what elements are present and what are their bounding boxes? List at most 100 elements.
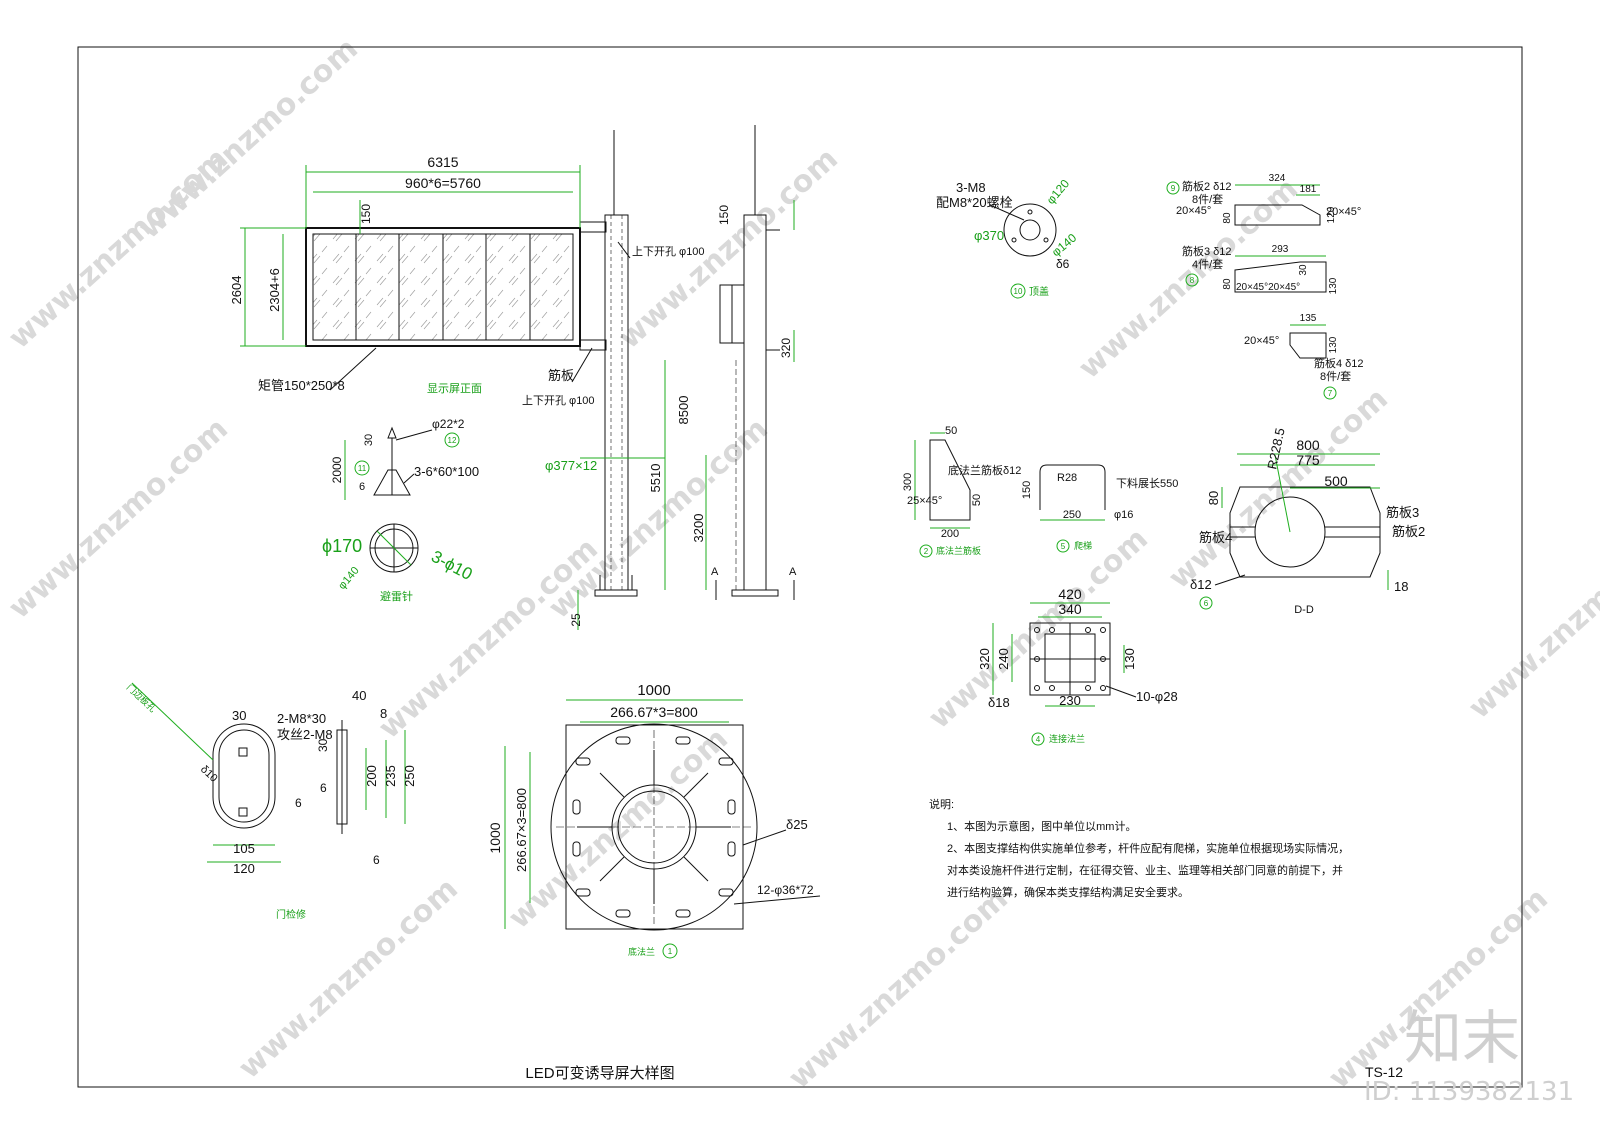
door-dim-8: 8 — [380, 706, 387, 721]
flange-rib-chamfer: 25×45° — [907, 495, 942, 507]
rib3-callout: 8 — [1190, 276, 1195, 285]
top-cap-callout: 10 — [1014, 287, 1023, 296]
flange-rib-callout: 2 — [924, 547, 929, 556]
dim-8500: 8500 — [676, 396, 691, 425]
section-dd-pole — [1254, 496, 1326, 568]
dim-3200: 3200 — [691, 514, 706, 543]
notes-line-3: 对本类设施杆件进行定制，在征得交管、业主、监理等相关部门同意的前提下，并 — [947, 863, 1343, 877]
dim-25: 25 — [569, 613, 583, 627]
rod-dim-140: φ140 — [336, 565, 362, 592]
watermark-text: www.znzmo.com — [1162, 381, 1395, 596]
rod-diameter: φ22*2 — [432, 417, 465, 431]
rib3-dim-30: 30 — [1298, 264, 1309, 276]
conn-dim-230: 230 — [1059, 693, 1081, 708]
display-frame — [305, 227, 581, 347]
rib2-qty: 8件/套 — [1192, 193, 1223, 206]
rib2-dim-324: 324 — [1269, 173, 1286, 184]
door-thickness: δ10 — [198, 763, 220, 784]
section-marker-right: A — [789, 566, 797, 578]
side-dim-320: 320 — [779, 338, 793, 358]
flange-rib-dim-50: 50 — [945, 425, 957, 437]
side-pole — [743, 214, 767, 591]
notes-block: 说明: 1、本图为示意图，图中单位以mm计。 2、本图支撑结构供实施单位参考，杆… — [929, 797, 1349, 899]
dim-display-height: 2604 — [229, 276, 244, 305]
ladder-rod: φ16 — [1114, 509, 1133, 521]
rib2-dim-181: 181 — [1300, 184, 1317, 195]
dim-overall-width: 6315 — [427, 154, 458, 170]
rib4-chamfer: 20×45° — [1244, 335, 1279, 347]
watermark-text: www.znzmo.com — [1462, 511, 1600, 726]
rod-dim-6: 6 — [359, 481, 365, 493]
conn-flange-caption: 连接法兰 — [1049, 733, 1085, 744]
conn-dim-240: 240 — [996, 648, 1011, 670]
flange-rib-caption: 底法兰筋板 — [936, 545, 981, 556]
dd-callout: 6 — [1204, 599, 1209, 608]
rib3-dim-293: 293 — [1272, 244, 1289, 255]
dd-rib2: 筋板2 — [1392, 524, 1425, 539]
base-flange-caption: 底法兰 — [628, 946, 655, 957]
flange-rib-dim-50b: 50 — [971, 494, 983, 506]
door-dim-30b: 30 — [316, 738, 330, 752]
door-side-label: 门边板孔 — [125, 681, 159, 714]
rib4-shape — [1289, 332, 1327, 359]
watermark-text: www.znzmo.com — [2, 411, 235, 626]
door-dim-6b: 6 — [295, 796, 302, 810]
rib2-chamfer: 20×45° — [1176, 205, 1211, 217]
side-dim-150: 150 — [717, 205, 731, 225]
watermark-text: www.znzmo.com — [372, 531, 605, 746]
rod-holes: 3-ϕ10 — [428, 547, 475, 584]
conn-thickness: δ18 — [988, 695, 1010, 710]
drawing-title: LED可变诱导屏大样图 — [525, 1065, 674, 1082]
rib2-chamfer-b: 20×45° — [1326, 206, 1361, 218]
id-watermark: ID: 1139382131 — [1364, 1077, 1574, 1107]
rib3-shape — [1234, 261, 1327, 293]
lightning-rod-caption: 避雷针 — [380, 589, 413, 603]
dd-dim-18: 18 — [1394, 579, 1408, 594]
door-dim-235: 235 — [383, 765, 398, 787]
door-bolts: 2-M8*30 — [277, 711, 326, 726]
base-dim-height-1000: 1000 — [487, 822, 503, 853]
pole-diameter: φ377×12 — [545, 458, 597, 473]
ladder-callout: 5 — [1061, 542, 1066, 551]
flange-rib-dim-300: 300 — [902, 473, 914, 491]
top-cap-disc — [1003, 203, 1057, 257]
flange-rib-label: 底法兰筋板δ12 — [948, 463, 1021, 477]
dd-dim-500: 500 — [1324, 473, 1348, 489]
front-view: 6315 960*6=5760 2604 2304+6 150 矩管150*25… — [229, 130, 707, 630]
dd-rib3: 筋板3 — [1386, 505, 1419, 520]
rib2-label: 筋板2 δ12 — [1182, 179, 1232, 193]
section-dd-caption: D-D — [1294, 604, 1314, 616]
door-dim-40: 40 — [352, 688, 366, 703]
rib4-dim-130: 130 — [1328, 336, 1339, 353]
brand-watermark: 知末 — [1404, 1004, 1520, 1072]
rib2-shape — [1234, 204, 1321, 226]
top-cap-caption: 顶盖 — [1029, 285, 1049, 298]
door-dim-105: 105 — [233, 841, 255, 856]
rod-dim-2000: 2000 — [330, 456, 344, 483]
door-dim-6: 6 — [320, 781, 327, 795]
watermark-text: www.znzmo.com — [132, 31, 365, 246]
top-cap-thickness: δ6 — [1056, 257, 1070, 271]
rod-callout-12: 12 — [448, 436, 457, 445]
flange-rib-shape — [929, 439, 971, 521]
base-flange-ring — [550, 723, 758, 931]
top-cap-d370: φ370 — [974, 228, 1004, 243]
ladder-rung — [1039, 464, 1106, 510]
watermark-text: www.znzmo.com — [782, 881, 1015, 1096]
rib3-dim-80: 80 — [1222, 278, 1233, 290]
dd-thickness: δ12 — [1190, 577, 1212, 592]
door-dim-250: 250 — [402, 765, 417, 787]
top-cap-detail: 3-M8 配M8*20螺栓 φ120 φ370 φ140 δ6 10 顶盖 — [936, 176, 1079, 299]
ladder-length: 下料展长550 — [1116, 476, 1178, 490]
conn-dim-130: 130 — [1122, 648, 1137, 670]
dd-dim-775: 775 — [1296, 452, 1320, 468]
base-flange-detail: 1000 266.67*3=800 1000 266.67×3=800 δ25 … — [487, 682, 821, 959]
top-cap-d120: φ120 — [1044, 176, 1073, 207]
flange-rib-detail: 50 300 200 50 25×45° 底法兰筋板δ12 2 底法兰筋板 — [902, 425, 1021, 558]
ladder-dim-250: 250 — [1063, 509, 1081, 521]
rib3-dim-130: 130 — [1328, 277, 1339, 294]
door-outline — [212, 723, 276, 829]
front-view-caption: 显示屏正面 — [427, 382, 482, 395]
rod-dim-30: 30 — [363, 434, 375, 446]
drawing-number: TS-12 — [1365, 1064, 1403, 1080]
